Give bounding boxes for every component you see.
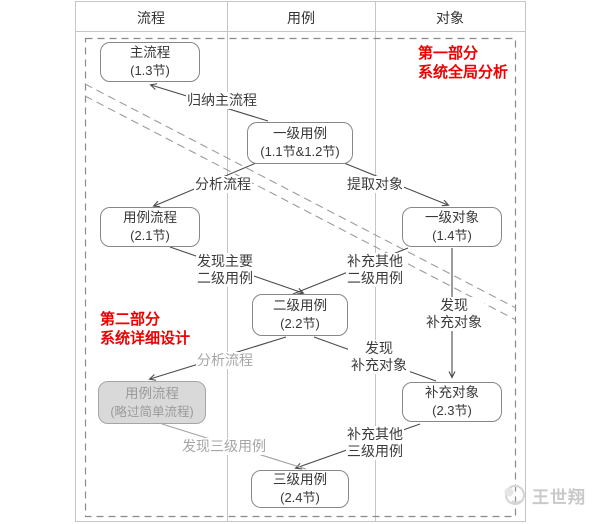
phase2-line2: 系统详细设计 (100, 330, 191, 347)
label-line1: 发现 (440, 297, 468, 313)
lane-header-usecase: 用例 (287, 10, 315, 26)
node-title: 一级对象 (425, 210, 479, 225)
node-subtitle: (2.3节) (432, 403, 472, 418)
phase-divider-line-2 (84, 95, 517, 321)
edge-label-discover-l3: 发现三级用例 (181, 438, 267, 455)
node-title: 主流程 (129, 45, 171, 60)
edge-label-discover-main-l2: 发现主要 二级用例 (196, 253, 254, 287)
node-level1-usecase: 一级用例 (1.1节&1.2节) (247, 122, 353, 164)
label-line2: 三级用例 (347, 443, 403, 459)
phase1-line2: 系统全局分析 (418, 64, 509, 81)
node-main-flow: 主流程 (1.3节) (100, 42, 200, 82)
node-level1-object: 一级对象 (1.4节) (402, 207, 502, 247)
node-subtitle: (2.4节) (280, 490, 320, 505)
node-usecase-flow-21: 用例流程 (2.1节) (100, 207, 200, 247)
phase-divider-line-1 (84, 83, 517, 309)
phase2-line1: 第二部分 (100, 311, 161, 328)
node-supplement-object: 补充对象 (2.3节) (402, 382, 502, 422)
node-title: 三级用例 (273, 472, 327, 487)
edge-label-summarize-main-flow: 归纳主流程 (186, 92, 258, 109)
label-line2: 补充对象 (426, 314, 482, 330)
edge-label-extract-objects: 提取对象 (346, 176, 404, 193)
phase1-line1: 第一部分 (418, 45, 479, 62)
edge-label-discover-supplement-b: 发现 补充对象 (424, 297, 484, 331)
watermark-name: 王世翔 (532, 487, 586, 507)
watermark-logo-icon (504, 485, 525, 505)
node-level3-usecase: 三级用例 (2.4节) (251, 470, 349, 508)
edge-label-supplement-other-l2: 补充其他 二级用例 (346, 253, 404, 287)
node-title: 用例流程 (125, 385, 179, 401)
label-line2: 二级用例 (347, 270, 403, 286)
label-line1: 补充其他 (347, 426, 403, 442)
node-level2-usecase: 二级用例 (2.2节) (252, 294, 348, 336)
node-subtitle: (1.1节&1.2节) (260, 144, 340, 159)
phase1-label: 第一部分 系统全局分析 (418, 44, 508, 82)
node-subtitle: (1.4节) (432, 228, 472, 243)
watermark: 王世翔 (502, 482, 586, 508)
edge-label-analyze-flow-2: 分析流程 (196, 352, 254, 369)
node-title: 补充对象 (425, 385, 479, 400)
node-usecase-flow-skip: 用例流程 (略过简单流程) (98, 381, 206, 424)
lane-header-process: 流程 (137, 10, 165, 26)
node-title: 一级用例 (273, 126, 327, 141)
dashed-boundary (84, 37, 517, 518)
label-line1: 发现主要 (197, 253, 253, 269)
edge-label-analyze-flow-1: 分析流程 (194, 176, 252, 193)
label-line1: 发现 (365, 340, 393, 356)
lane-header-object: 对象 (436, 10, 464, 26)
node-subtitle: (2.1节) (130, 228, 170, 243)
node-title: 二级用例 (273, 298, 327, 313)
node-subtitle: (1.3节) (130, 63, 170, 78)
edge-label-supplement-other-l3: 补充其他 三级用例 (346, 426, 404, 460)
phase2-label: 第二部分 系统详细设计 (100, 310, 190, 348)
label-line1: 补充其他 (347, 253, 403, 269)
edge-label-discover-supplement-a: 发现 补充对象 (348, 340, 410, 374)
node-title: 用例流程 (123, 210, 177, 225)
label-line2: 二级用例 (197, 270, 253, 286)
node-subtitle: (略过简单流程) (110, 404, 194, 419)
node-subtitle: (2.2节) (280, 316, 320, 331)
label-line2: 补充对象 (351, 357, 407, 373)
